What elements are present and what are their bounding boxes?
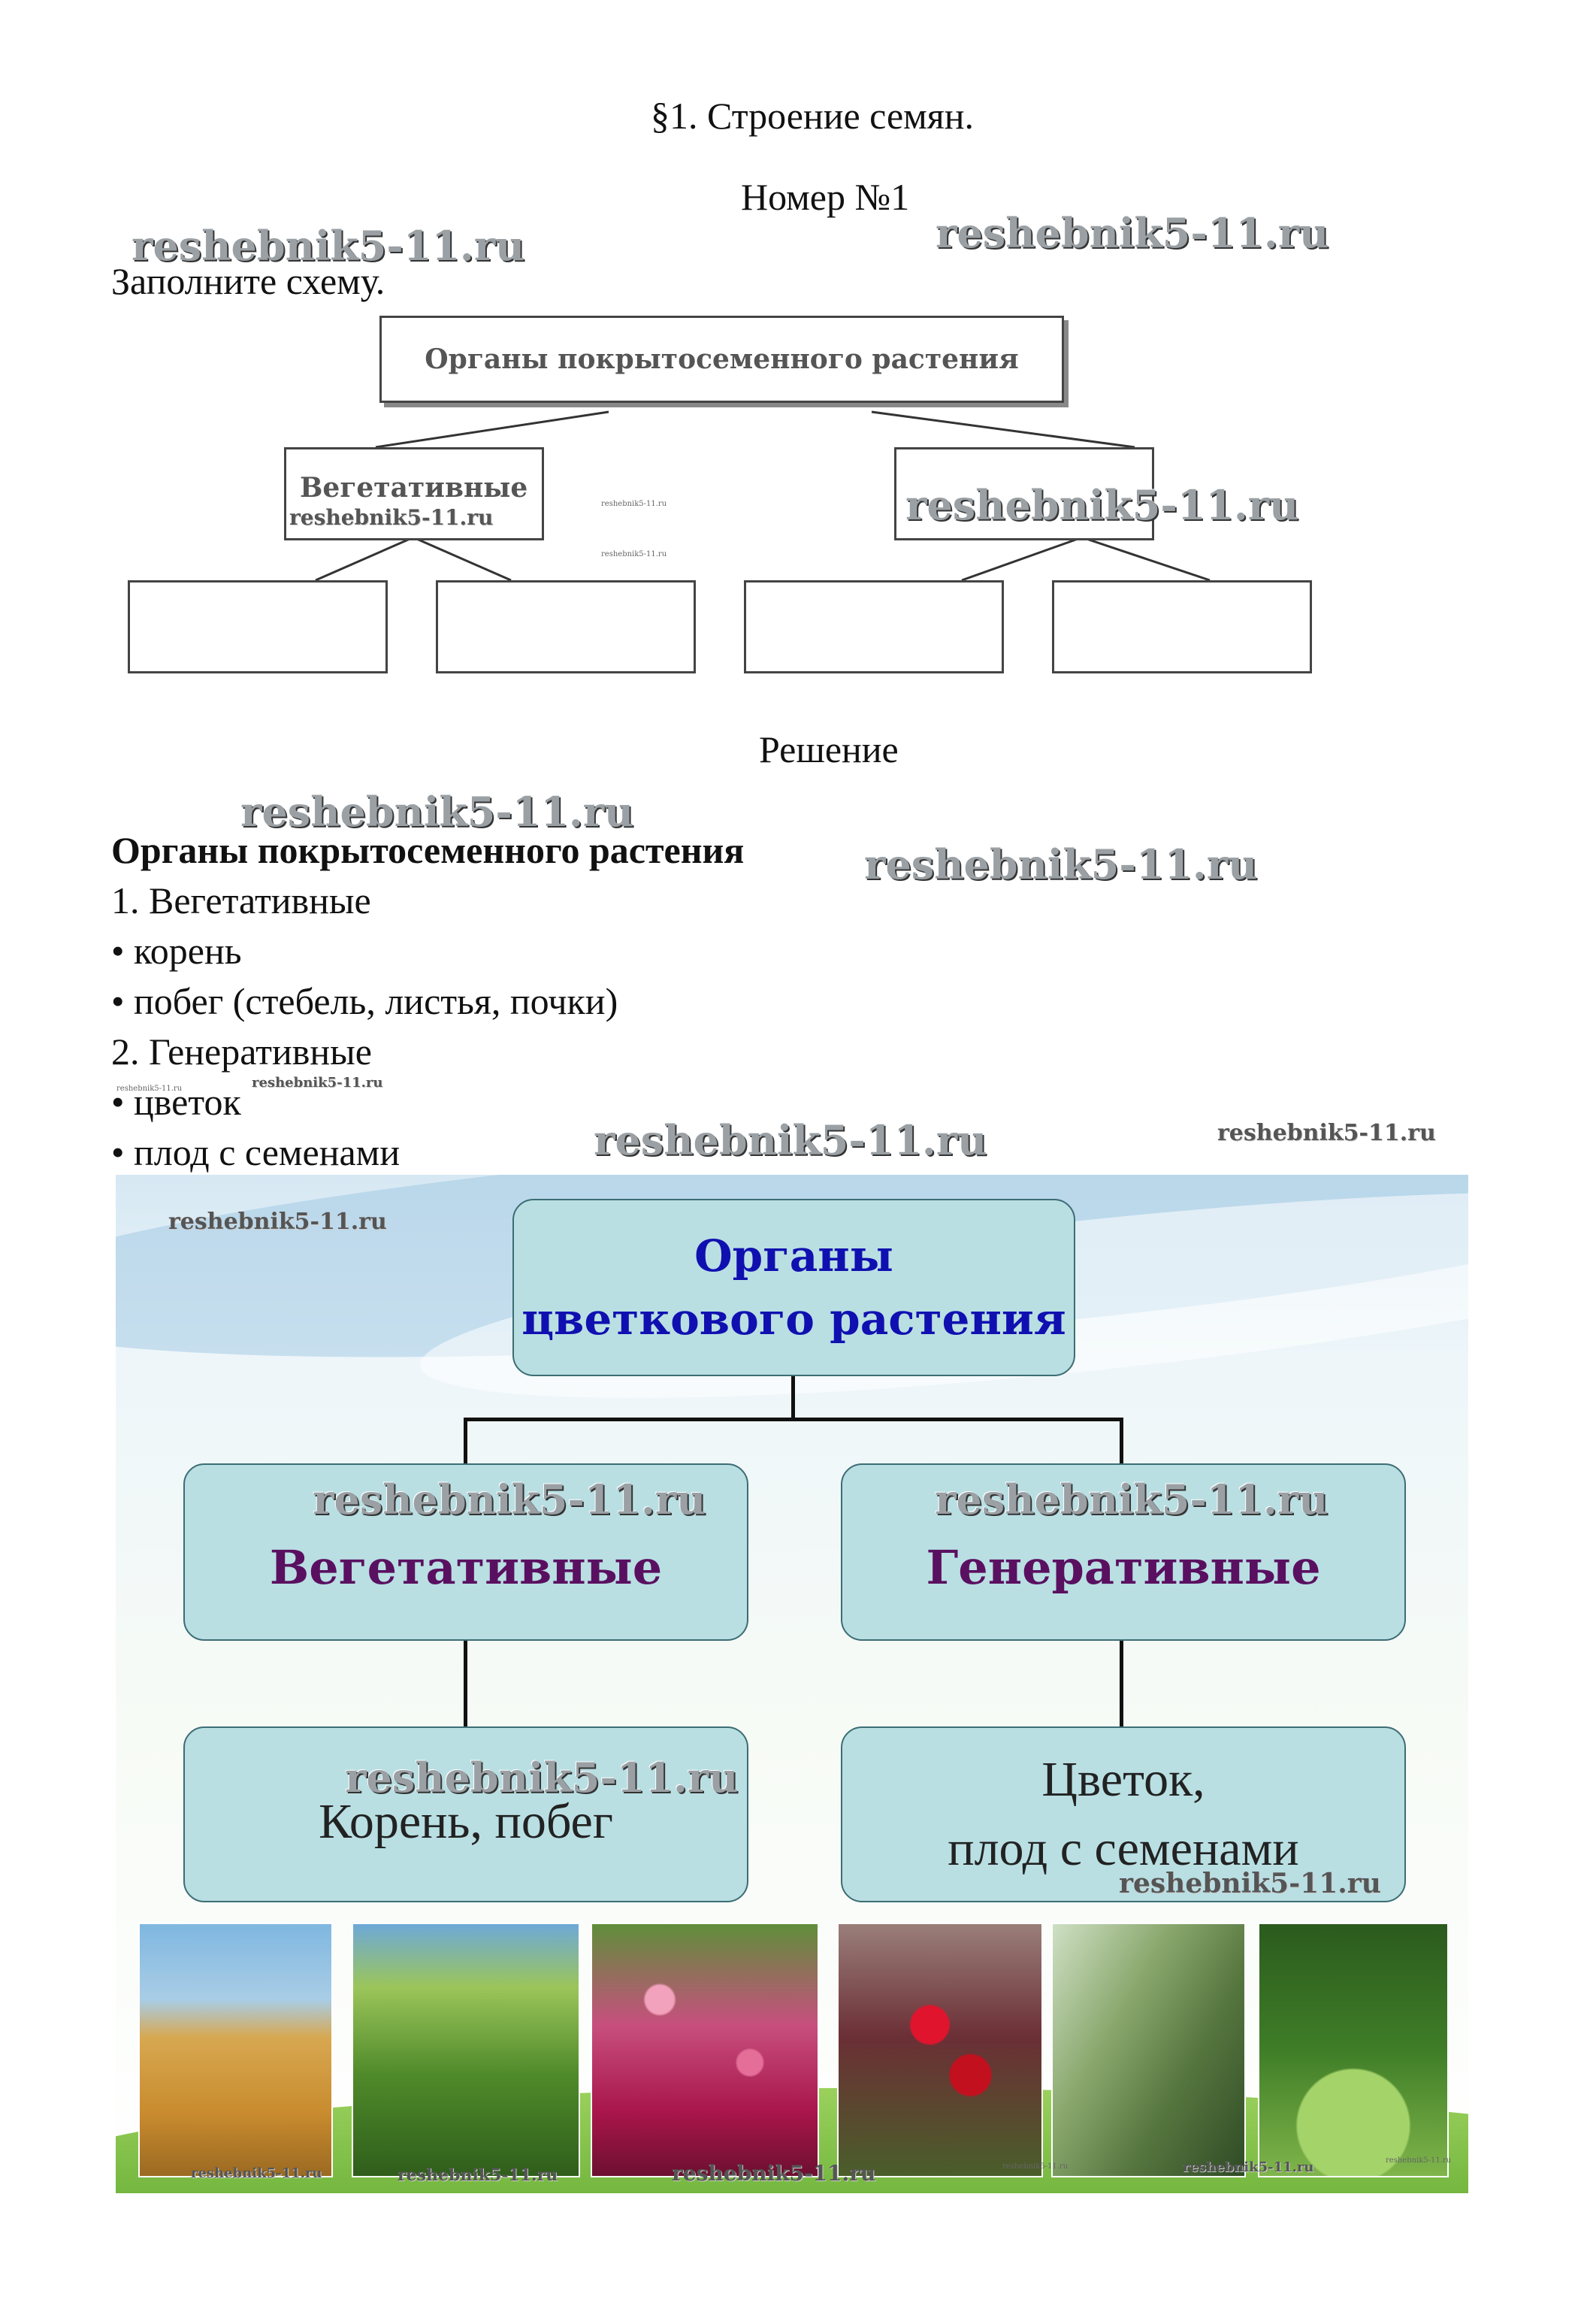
vegetative-items-box: Корень, побег	[183, 1726, 748, 1902]
apples-photo	[837, 1923, 1043, 2177]
watermark: reshebnik5-11.ru	[1183, 2159, 1314, 2175]
watermark: reshebnik5-11.ru	[905, 481, 1299, 529]
watermark: reshebnik5-11.ru	[252, 1075, 383, 1091]
watermark: reshebnik5-11.ru	[398, 2165, 558, 2185]
generative-items-1: Цветок,	[1041, 1752, 1205, 1807]
generative-label: Генеративные	[926, 1539, 1321, 1595]
watermark: reshebnik5-11.ru	[1386, 2156, 1452, 2165]
watermark: reshebnik5-11.ru	[936, 209, 1329, 257]
watermark: reshebnik5-11.ru	[672, 2161, 876, 2186]
generative-items-2: плод с семенами	[948, 1821, 1299, 1876]
watermark: reshebnik5-11.ru	[1119, 1868, 1381, 1899]
watermark: reshebnik5-11.ru	[289, 505, 494, 530]
watermark: reshebnik5-11.ru	[131, 222, 525, 270]
scheme-left-label: Вегетативные	[300, 472, 528, 504]
watermark: reshebnik5-11.ru	[168, 1209, 387, 1235]
watermark: reshebnik5-11.ru	[594, 1116, 987, 1164]
solution-scheme: reshebnik5-11.ru Органы цветкового расте…	[116, 1175, 1468, 2193]
watermark: reshebnik5-11.ru	[935, 1475, 1329, 1524]
beans-photo	[1051, 1923, 1246, 2177]
scheme-connectors	[315, 410, 1211, 582]
answer-line: 1. Вегетативные	[111, 879, 371, 921]
generative-items-box: Цветок, плод с семенами	[841, 1726, 1406, 1902]
watermark: reshebnik5-11.ru	[313, 1475, 706, 1524]
answer-box	[436, 580, 696, 673]
vegetative-box: Вегетативные	[183, 1463, 748, 1641]
watermark: reshebnik5-11.ru	[191, 2165, 322, 2181]
watermark: reshebnik5-11.ru	[601, 550, 667, 558]
answer-heading: Органы покрытосеменного растения	[111, 829, 745, 871]
answer-line: • корень	[111, 930, 242, 972]
answer-box	[1052, 580, 1312, 673]
watermark: reshebnik5-11.ru	[345, 1754, 739, 1802]
watermark: reshebnik5-11.ru	[601, 500, 667, 508]
flower-organs-box: Органы цветкового растения	[512, 1199, 1075, 1376]
watermark: reshebnik5-11.ru	[116, 1085, 183, 1093]
vegetative-label: Вегетативные	[269, 1539, 663, 1595]
scheme-left-box: Вегетативные	[284, 447, 544, 540]
vegetative-items: Корень, побег	[319, 1794, 613, 1849]
answer-line: 2. Генеративные	[111, 1030, 372, 1073]
task-scheme: Органы покрытосеменного растения Вегетат…	[113, 308, 1315, 691]
scheme-top-label: Органы покрытосеменного растения	[425, 343, 1019, 375]
problem-number: Номер №1	[741, 176, 910, 218]
watermark: reshebnik5-11.ru	[1217, 1120, 1436, 1146]
flower-organs-line1: Органы	[694, 1230, 893, 1282]
section-title: §1. Строение семян.	[651, 95, 975, 137]
answer-box	[128, 580, 388, 673]
flower-organs-line2: цветкового растения	[521, 1294, 1066, 1345]
solution-label: Решение	[759, 728, 899, 770]
answer-line: • побег (стебель, листья, почки)	[111, 980, 618, 1022]
watermark: reshebnik5-11.ru	[240, 788, 634, 836]
answer-line: • цветок	[111, 1081, 241, 1123]
wheat-photo	[138, 1923, 333, 2177]
corn-photo	[352, 1923, 580, 2177]
scheme-top-box: Органы покрытосеменного растения	[379, 316, 1064, 403]
watermark: reshebnik5-11.ru	[864, 840, 1258, 888]
answer-line: • плод с семенами	[111, 1131, 401, 1173]
scheme-right-box	[894, 447, 1154, 540]
generative-box: Генеративные	[841, 1463, 1406, 1641]
tulips-photo	[591, 1923, 819, 2177]
watermark: reshebnik5-11.ru	[1002, 2162, 1069, 2171]
task-text: Заполните схему.	[111, 260, 385, 302]
answer-box	[744, 580, 1004, 673]
peas-photo	[1258, 1923, 1449, 2177]
